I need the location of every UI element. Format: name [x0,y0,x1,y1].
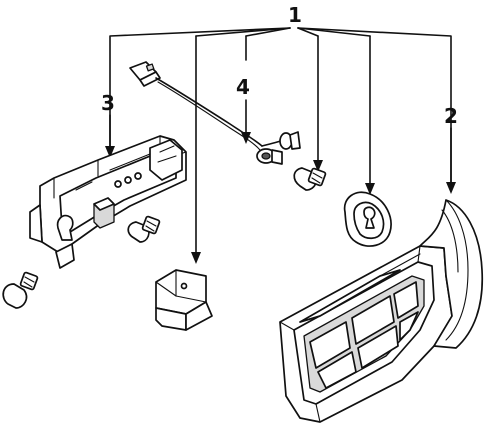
callout-4-label: 4 [236,75,250,99]
socket-housing [29,135,187,269]
tail-lamp-lens [279,199,484,423]
bulb-upper [293,167,327,191]
lamp-gasket [343,191,392,247]
mounting-bracket [155,269,213,331]
bulb-lower-left [2,271,39,309]
bulb-small [127,215,161,243]
callout-3-label: 3 [101,91,115,115]
callout-1-label: 1 [288,3,302,27]
callout-1-leaders [105,27,456,264]
wiring-harness [129,61,301,165]
